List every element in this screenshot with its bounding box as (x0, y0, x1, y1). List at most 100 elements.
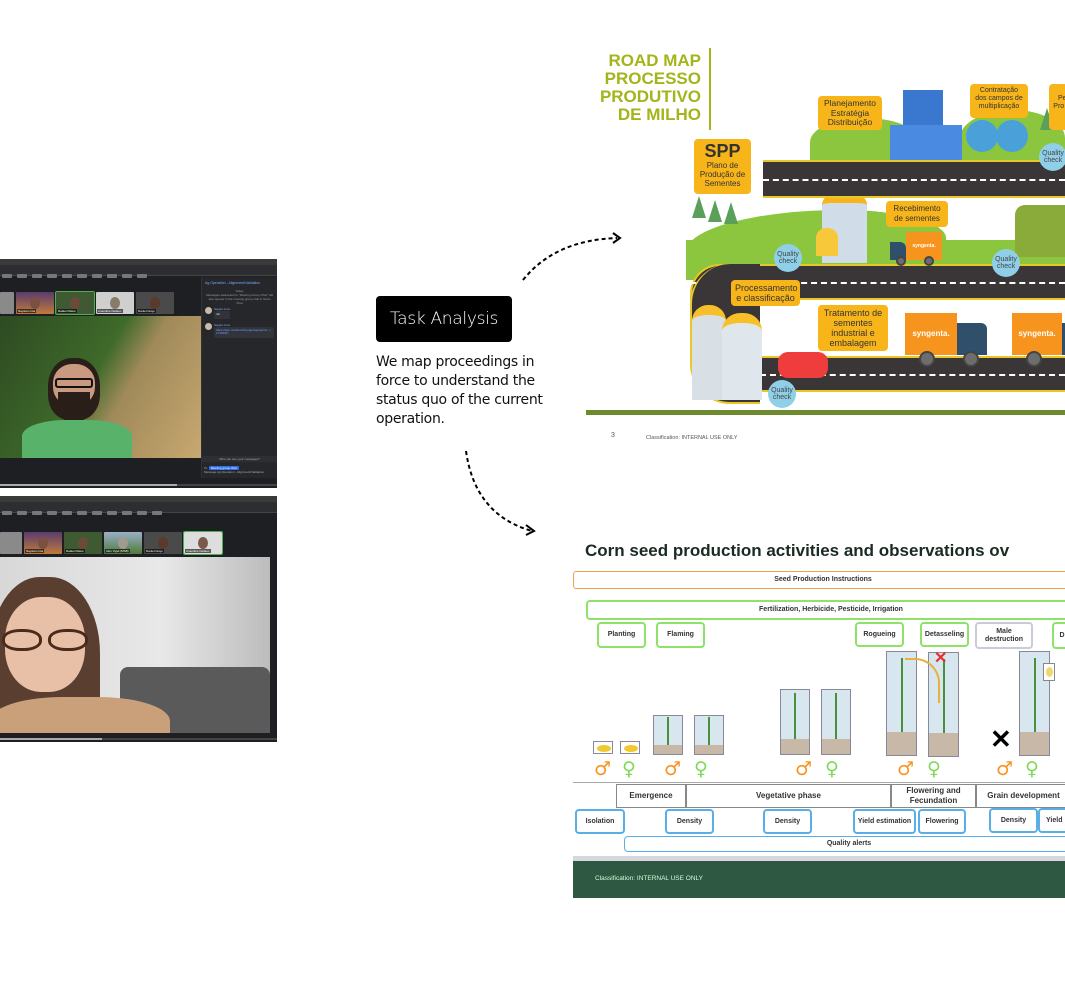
dashed-arrow-up (522, 232, 622, 281)
kernel-icon (1043, 663, 1055, 681)
phase-emergence: Emergence (616, 784, 686, 808)
activity-rogueing: Rogueing (855, 622, 904, 647)
red-x-icon: ✕ (934, 650, 948, 667)
seed-instructions-bar: Seed Production Instructions (573, 571, 1065, 589)
tree-icon (724, 202, 738, 224)
participant-tile[interactable] (0, 292, 14, 314)
female-symbol-icon: ♀ (825, 758, 839, 780)
video-progress-bar[interactable] (0, 484, 277, 486)
quality-check-badge: Quality check (768, 380, 796, 408)
male-symbol-icon: ♂ (795, 758, 813, 780)
avatar (205, 322, 212, 330)
participant-strip: Nayara Lima Rafael Matos Anandine Dellau… (0, 291, 174, 315)
female-symbol-icon: ♀ (1025, 758, 1039, 780)
male-symbol-icon: ♂ (594, 758, 612, 780)
slide-page-number: 3 (611, 432, 615, 439)
silo-icon (816, 228, 838, 256)
obs-density: Density (763, 809, 812, 834)
corn-plant-seed (620, 741, 640, 754)
participant-tile[interactable]: Anandine Dellaux (183, 531, 223, 555)
truck-icon: syngenta. (1012, 313, 1065, 371)
phase-flowering: Flowering and Fecundation (891, 784, 976, 808)
fertilization-bar: Fertilization, Herbicide, Pesticide, Irr… (586, 600, 1065, 620)
female-symbol-icon: ♀ (694, 758, 708, 780)
cut-off-bubble: Pes Pro Se (1049, 84, 1065, 130)
obs-density: Density (989, 808, 1038, 833)
seed-bags-icon (778, 352, 828, 378)
corn-plant-mid (821, 689, 851, 755)
dashed-arrow-down (465, 450, 536, 536)
phase-vegetative: Vegetative phase (686, 784, 891, 808)
chat-system-note: Messages addressed to "Meeting Group Cha… (206, 293, 273, 305)
participant-tile[interactable]: Nayara Lima (16, 292, 54, 314)
activity-male-destruction: Male destruction (975, 622, 1033, 649)
farmer-icon (966, 120, 998, 152)
obs-flowering: Flowering (918, 809, 966, 834)
tree-icon (692, 196, 706, 218)
video-call-screenshot-2: Nayara Lima Rafael Matos Alex Vigel (MSB… (0, 496, 277, 742)
activity-flaming: Flaming (656, 622, 705, 648)
planning-bubble: Planejamento Estratégia Distribuição (818, 96, 882, 130)
who-sees-messages[interactable]: Who can see your messages? (202, 456, 277, 462)
avatar (205, 307, 212, 314)
obs-density: Density (665, 809, 714, 834)
activity-planting: Planting (597, 622, 646, 648)
app-menu-bar (0, 265, 277, 278)
main-video (0, 316, 201, 458)
quality-check-badge: Quality check (992, 249, 1020, 277)
footer-divider (573, 856, 1065, 861)
title-divider (709, 48, 711, 130)
receiving-bubble: Recebimento de sementes (886, 201, 948, 227)
harvester-icon (1015, 205, 1065, 257)
truck-icon: syngenta. (890, 232, 942, 268)
corn-plant-tall (928, 652, 959, 757)
corn-plant-small (653, 715, 683, 755)
activity-cut-off: D (1052, 622, 1065, 649)
os-top-bar (0, 259, 277, 265)
male-symbol-icon: ♂ (664, 758, 682, 780)
farmer-icon (996, 120, 1028, 152)
participant-tile[interactable]: Rafael Matos (55, 291, 95, 315)
road (763, 160, 1065, 198)
obs-isolation: Isolation (575, 809, 625, 834)
participant-tile[interactable]: Rafael Matos (64, 532, 102, 554)
participant-tile[interactable]: Nayara Lima (24, 532, 62, 554)
pollen-arrow (905, 658, 940, 703)
phase-grain-development: Grain development (976, 784, 1065, 808)
female-symbol-icon: ♀ (927, 758, 941, 780)
app-menu-bar (0, 502, 277, 515)
processing-bubble: Processamento e classificação (731, 280, 800, 306)
activity-detasseling: Detasseling (920, 622, 969, 647)
obs-yield: Yield (1038, 808, 1065, 833)
corn-slide-title: Corn seed production activities and obse… (585, 541, 1010, 560)
chat-link[interactable]: https://app.mural.co/t/syngentaprep/m/..… (216, 327, 271, 336)
participant-strip: Nayara Lima Rafael Matos Alex Vigel (MSB… (0, 531, 223, 555)
recipient-tag[interactable]: Meeting group chat (208, 466, 239, 470)
slide-bottom-bar (586, 410, 1065, 415)
slide-classification: Classification: INTERNAL USE ONLY (646, 435, 738, 441)
chat-header[interactable]: Ag Operation - Alignment/Validation (205, 281, 261, 285)
video-call-screenshot-1: Nayara Lima Rafael Matos Anandine Dellau… (0, 259, 277, 488)
chat-panel: Ag Operation - Alignment/Validation Toda… (201, 277, 277, 478)
corn-plant-seed (593, 741, 613, 754)
spp-bubble: SPP Plano de Produção de Sementes (694, 139, 751, 194)
os-top-bar (0, 496, 277, 502)
male-symbol-icon: ♂ (996, 758, 1014, 780)
video-progress-bar[interactable] (0, 738, 277, 740)
participant-tile[interactable]: Daniel Grojo (144, 532, 182, 554)
building-icon (890, 125, 962, 160)
participant-tile[interactable]: Anandine Dellaux (96, 292, 134, 314)
corn-plant-mid (780, 689, 810, 755)
obs-yield-estimation: Yield estimation (853, 809, 916, 834)
participant-tile[interactable]: Alex Vigel (MSB) (104, 532, 142, 554)
participant-tile[interactable]: Daniel Grojo (136, 292, 174, 314)
tree-icon (708, 200, 722, 222)
participant-tile[interactable] (0, 532, 22, 554)
treatment-bubble: Tratamento de sementes industrial e emba… (818, 305, 888, 351)
silo-icon (692, 305, 726, 400)
phase-baseline (573, 782, 1065, 783)
corn-slide-footer: Classification: INTERNAL USE ONLY (573, 861, 1065, 898)
